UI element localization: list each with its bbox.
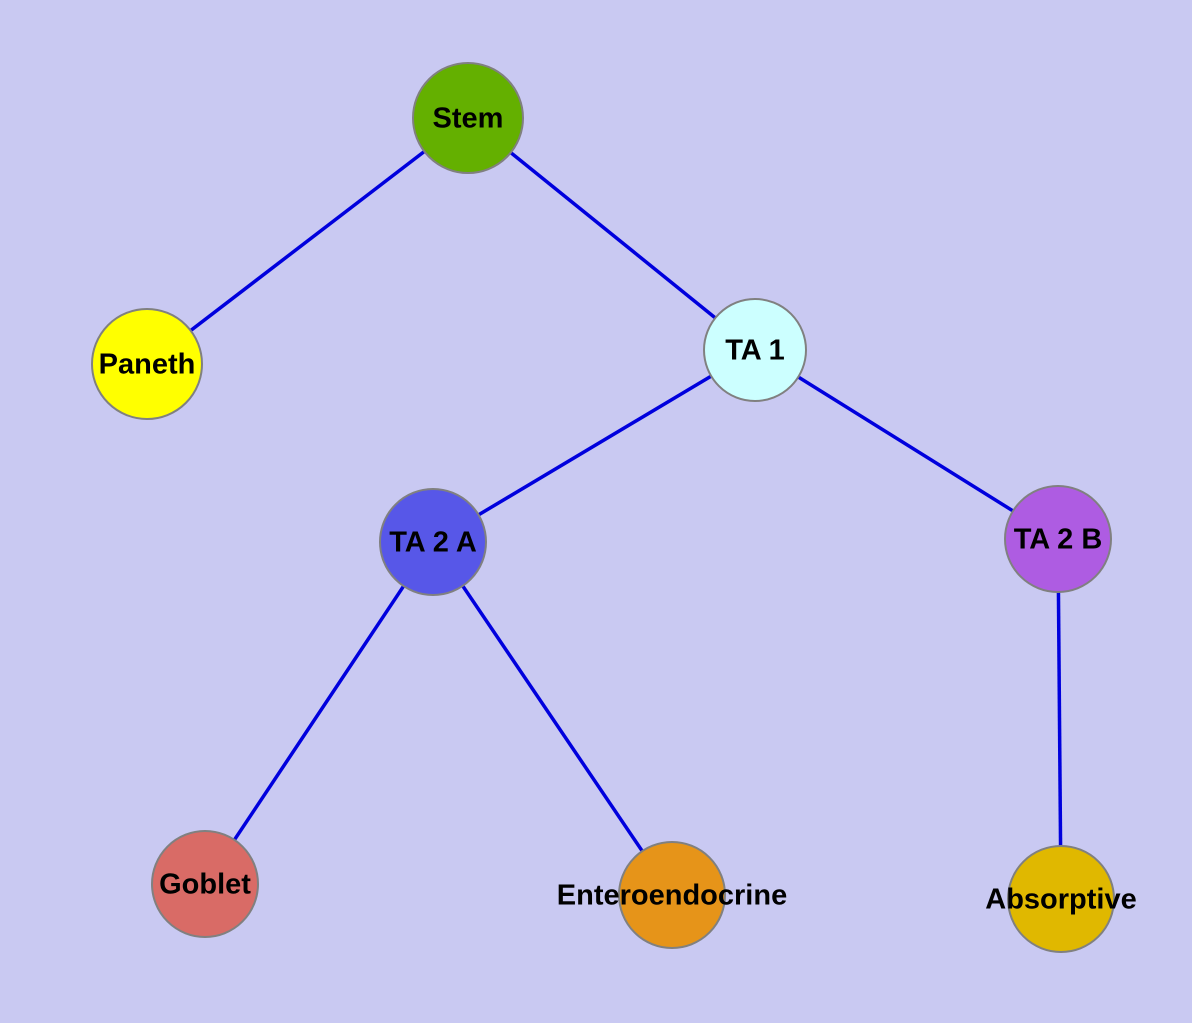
edge-ta2b-absorptive <box>1056 538 1063 900</box>
edge-ta2a-enteroendocrine <box>431 541 674 896</box>
node-ta2b[interactable]: TA 2 B <box>1004 485 1112 593</box>
node-circle-ta1[interactable] <box>703 298 807 402</box>
node-ta1[interactable]: TA 1 <box>703 298 807 402</box>
node-circle-ta2b[interactable] <box>1004 485 1112 593</box>
node-goblet[interactable]: Goblet <box>151 830 259 938</box>
node-stem[interactable]: Stem <box>412 62 524 174</box>
edge-ta1-ta2a <box>432 348 756 544</box>
node-ta2a[interactable]: TA 2 A <box>379 488 487 596</box>
node-circle-ta2a[interactable] <box>379 488 487 596</box>
edge-stem-paneth <box>145 116 470 366</box>
edge-stem-ta1 <box>466 116 757 352</box>
node-circle-stem[interactable] <box>412 62 524 174</box>
node-circle-absorptive[interactable] <box>1007 845 1115 953</box>
node-circle-goblet[interactable] <box>151 830 259 938</box>
node-circle-paneth[interactable] <box>91 308 203 420</box>
edge-ta2a-goblet <box>203 541 435 885</box>
node-paneth[interactable]: Paneth <box>91 308 203 420</box>
edge-ta1-ta2b <box>754 348 1059 541</box>
edges-layer <box>145 116 1063 900</box>
node-circle-enteroendocrine[interactable] <box>618 841 726 949</box>
